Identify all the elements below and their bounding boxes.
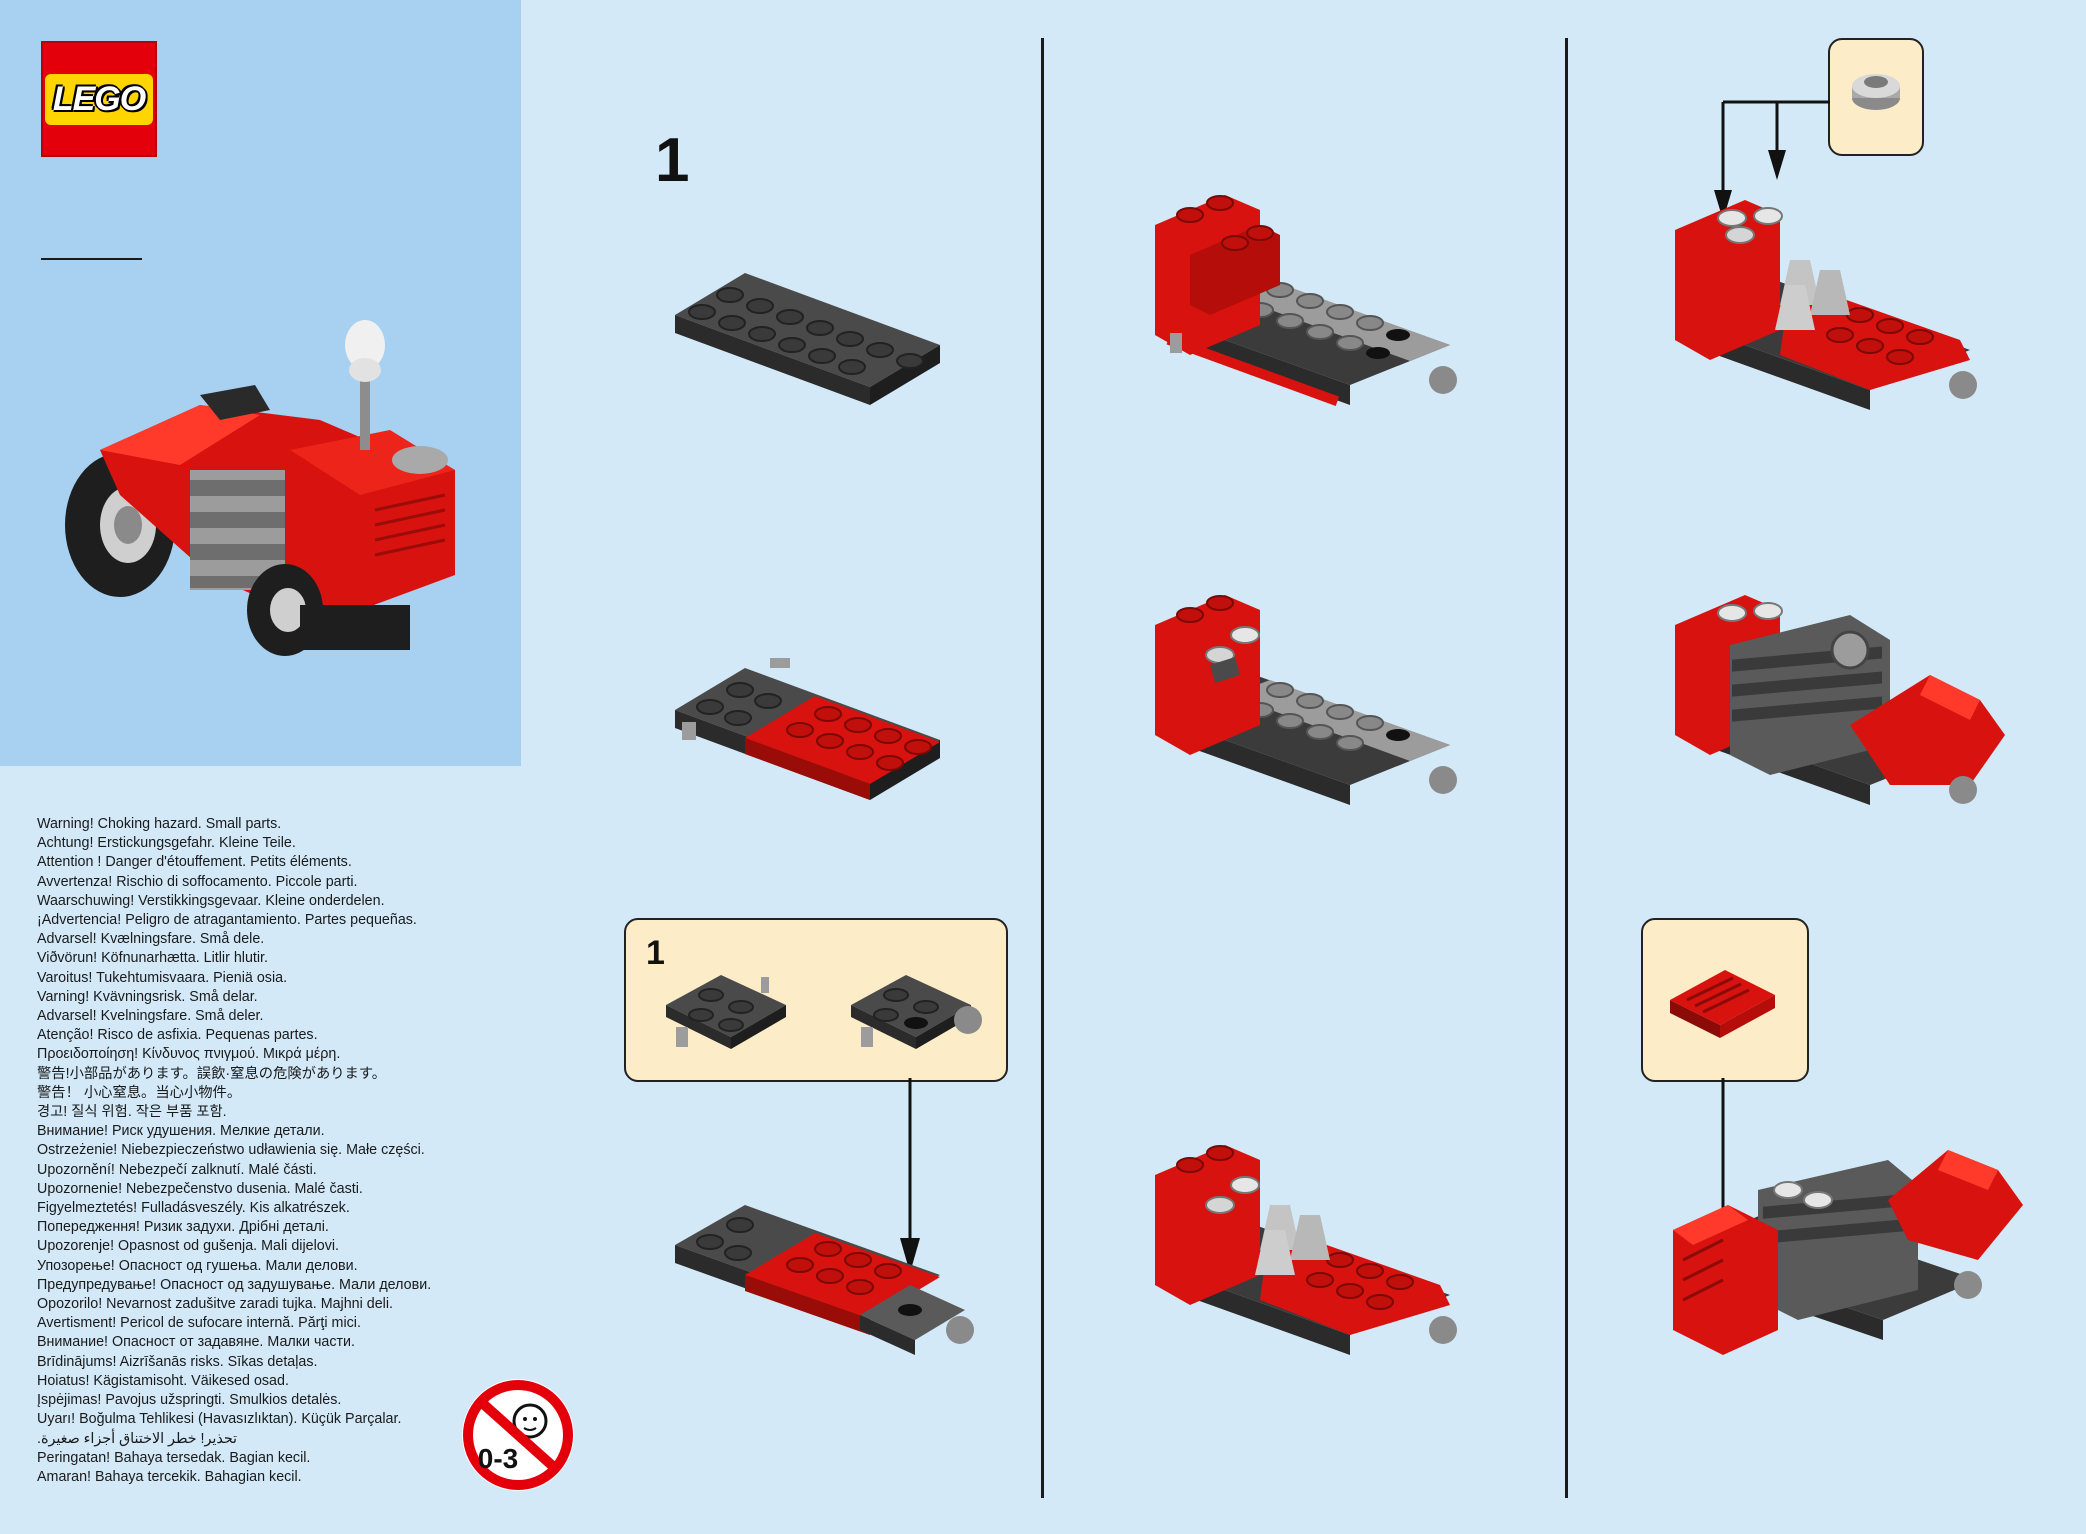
warning-line: Avvertenza! Rischio di soffocamento. Pic… bbox=[37, 873, 358, 890]
title-rule bbox=[41, 258, 142, 260]
step-number: 1 bbox=[655, 126, 690, 195]
warning-line: Upozornenie! Nebezpečenstvo dusenia. Mal… bbox=[37, 1180, 363, 1197]
warning-line: Opozorilo! Nevarnost zadušitve zaradi tu… bbox=[37, 1296, 394, 1313]
warning-line: Упозорење! Опасност од гушења. Мали дело… bbox=[37, 1257, 358, 1274]
warning-line: Предупредување! Опасност од задушување. … bbox=[37, 1276, 432, 1293]
subassembly-callout: 1 bbox=[624, 918, 1008, 1082]
round-stud-part bbox=[1852, 74, 1900, 110]
build-step-red-bricks bbox=[1155, 195, 1457, 406]
red-slope-part bbox=[1670, 970, 1775, 1038]
warning-line: Advarsel! Kvælningsfare. Små dele. bbox=[37, 931, 265, 948]
warning-line: Avertisment! Pericol de sufocare internă… bbox=[37, 1315, 361, 1332]
subassembly-step-number: 1 bbox=[646, 934, 665, 972]
cover-panel: LEGO bbox=[0, 0, 521, 766]
lego-logo-text: LEGO bbox=[44, 73, 154, 125]
build-step-red-plate bbox=[675, 658, 940, 800]
warning-line: Upozorenje! Opasnost od gušenja. Mali di… bbox=[37, 1238, 339, 1255]
warning-line: Внимание! Риск удушения. Мелкие детали. bbox=[37, 1123, 325, 1140]
warning-line: Warning! Choking hazard. Small parts. bbox=[37, 816, 282, 832]
build-step-grey-studs bbox=[1675, 200, 1977, 410]
choking-hazard-warnings: Warning! Choking hazard. Small parts. Ac… bbox=[37, 815, 507, 1487]
warning-line: Peringatan! Bahaya tersedak. Bagian keci… bbox=[37, 1449, 311, 1466]
age-warning-label: 0-3 bbox=[478, 1443, 518, 1474]
warning-line: Advarsel! Kvelningsfare. Små deler. bbox=[37, 1008, 264, 1025]
build-step-engine-block bbox=[1675, 595, 2005, 805]
warning-line: Amaran! Bahaya tercekik. Bahagian kecil. bbox=[37, 1468, 302, 1485]
warning-line: Brīdinājums! Aizrīšanās risks. Sīkas det… bbox=[37, 1353, 318, 1370]
column-divider bbox=[1041, 38, 1044, 1498]
warning-line: تحذير! خطر الاختناق أجزاء صغيرة. bbox=[37, 1430, 238, 1447]
warning-line: Atenção! Risco de asfixia. Pequenas part… bbox=[37, 1027, 318, 1044]
warning-line: Figyelmeztetés! Fulladásveszély. Kis alk… bbox=[37, 1200, 350, 1217]
warning-line: Ostrzeżenie! Niebezpieczeństwo udławieni… bbox=[37, 1142, 425, 1159]
subassembly-part-b bbox=[851, 975, 982, 1049]
warning-line: Attention ! Danger d'étouffement. Petits… bbox=[37, 854, 352, 871]
stud-arrows bbox=[1714, 100, 1830, 220]
warning-line: Hoiatus! Kägistamisoht. Väikesed osad. bbox=[37, 1372, 289, 1389]
warning-line: Προειδοποίηση! Κίνδυνος πνιγμού. Μικρά μ… bbox=[37, 1046, 341, 1063]
build-step-attach-subassembly bbox=[675, 1205, 974, 1355]
assembly-arrow bbox=[900, 1078, 920, 1273]
warning-line: Uyarı! Boğulma Tehlikesi (Havasızlıktan)… bbox=[37, 1411, 402, 1428]
tractor-cover-image bbox=[65, 320, 455, 656]
warning-line: Попередження! Ризик задухи. Дрібні детал… bbox=[37, 1219, 329, 1236]
warning-line: Viðvörun! Köfnunarhætta. Litlir hlutir. bbox=[37, 950, 268, 967]
subassembly-part-a bbox=[666, 975, 786, 1049]
warning-line: Varoitus! Tukehtumisvaara. Pieniä osia. bbox=[37, 969, 288, 986]
build-step-cones bbox=[1155, 1145, 1457, 1355]
warning-line: Varning! Kvävningsrisk. Små delar. bbox=[37, 988, 258, 1005]
age-warning-icon: 0-3 bbox=[462, 1379, 574, 1491]
warning-line: ¡Advertencia! Peligro de atragantamiento… bbox=[37, 912, 417, 929]
warning-line: Įspėjimas! Pavojus užspringti. Smulkios … bbox=[37, 1392, 342, 1409]
warning-line: Upozornění! Nebezpečí zalknutí. Malé čás… bbox=[37, 1161, 317, 1178]
slope-callout bbox=[1641, 918, 1809, 1082]
lego-logo: LEGO bbox=[41, 41, 157, 157]
warning-line: Achtung! Erstickungsgefahr. Kleine Teile… bbox=[37, 835, 296, 852]
column-divider bbox=[1565, 38, 1568, 1498]
build-step-dark-plate bbox=[675, 273, 940, 405]
stud-callout bbox=[1828, 38, 1924, 156]
warning-line: Waarschuwing! Verstikkingsgevaar. Kleine… bbox=[37, 892, 385, 909]
warning-line: 警告！ 小心窒息。当心小物件。 bbox=[37, 1084, 242, 1101]
build-step-front-slope bbox=[1673, 1150, 2023, 1355]
build-step-clips bbox=[1155, 595, 1457, 805]
warning-line: 경고! 질식 위험. 작은 부품 포함. bbox=[37, 1104, 227, 1121]
warning-line: Внимание! Опасност от задавяне. Малки ча… bbox=[37, 1334, 356, 1351]
warning-line: 警告!小部品があります。誤飲·窒息の危険があります。 bbox=[37, 1065, 386, 1082]
